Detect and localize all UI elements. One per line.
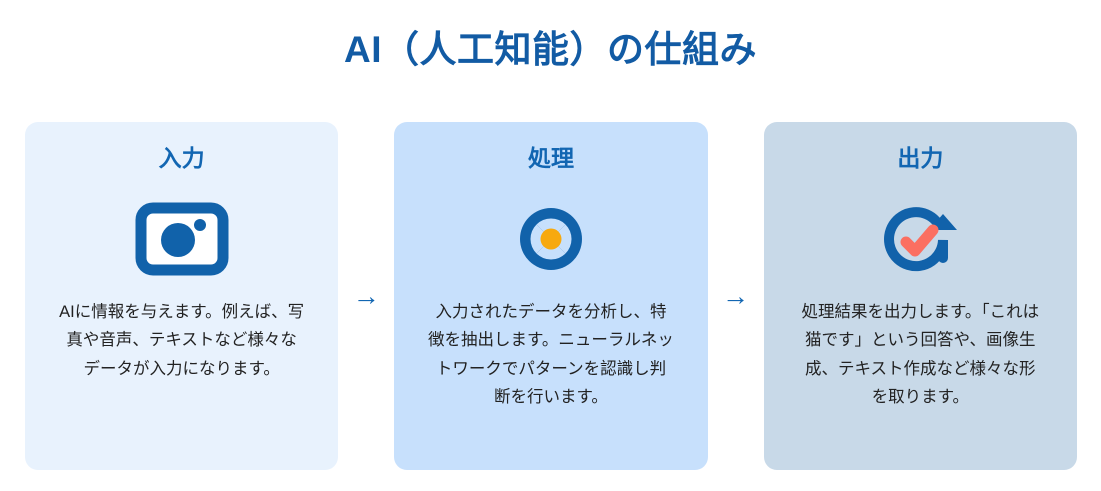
refresh-check-icon <box>879 180 961 298</box>
step-body-output: 処理結果を出力します。「これは猫です」という回答や、画像生成、テキスト作成など様… <box>801 302 1040 407</box>
arrow-right-icon-1: → <box>352 280 380 311</box>
step-body-input: AIに情報を与えます。例えば、写真や音声、テキストなど様々なデータが入力になりま… <box>59 302 305 378</box>
step-card-process: 処理 入力されたデータを分析し、特徴を抽出します。ニューラルネットワークでパター… <box>394 122 708 470</box>
step-heading-input: 入力 <box>158 145 205 171</box>
step-card-input: 入力 AIに情報を与えます。例えば、写真や音声、テキストなど様々なデータが入力に… <box>25 122 339 470</box>
step-card-output: 出力 処理結果を出力します。「これは猫です」という回答や、画像生成、テキスト作成… <box>763 122 1077 470</box>
step-heading-output: 出力 <box>897 145 944 171</box>
page-title: AI（人工知能）の仕組み <box>344 29 757 70</box>
step-body-process: 入力されたデータを分析し、特徴を抽出します。ニューラルネットワークでパターンを認… <box>428 302 674 407</box>
arrow-right-icon-2: → <box>722 280 750 311</box>
step-heading-process: 処理 <box>527 145 574 171</box>
gear-wheel-icon <box>518 180 584 298</box>
process-flow: 入力 AIに情報を与えます。例えば、写真や音声、テキストなど様々なデータが入力に… <box>25 122 1077 470</box>
camera-icon <box>134 180 230 298</box>
